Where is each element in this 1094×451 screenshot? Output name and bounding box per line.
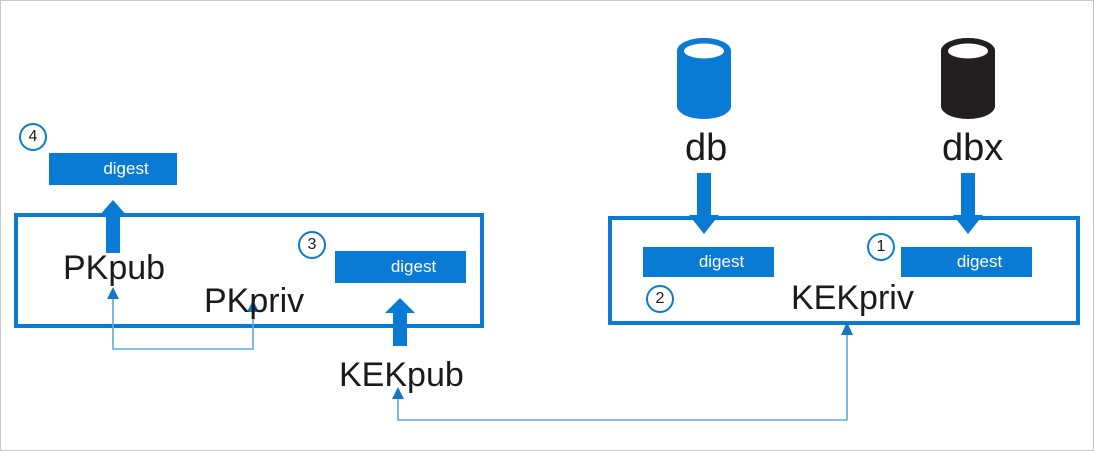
- kekpriv-label: KEKpriv: [791, 279, 914, 317]
- digest-signed-pk: digest: [49, 153, 177, 185]
- kekpub-label: KEKpub: [339, 356, 464, 394]
- pkpriv-label: PKpriv: [204, 282, 305, 320]
- dbx-cylinder-icon: [941, 38, 995, 119]
- step-badge-3: 3: [298, 231, 326, 259]
- db-store-label: db: [685, 127, 728, 169]
- pkpub-label: PKpub: [63, 249, 166, 287]
- digest-kek: digest: [335, 251, 466, 283]
- platform-key-container: [14, 213, 484, 328]
- connector-pkpriv-signs-pkpub: [107, 287, 259, 350]
- step-badge-2: 2: [646, 285, 674, 313]
- digest-dbx: digest: [901, 247, 1032, 277]
- connector-kekpriv-signs-kekpub: [392, 322, 853, 421]
- db-cylinder-icon: [677, 38, 731, 119]
- dbx-store-label: dbx: [942, 127, 1004, 169]
- arrow-pkpub-to-digest: [98, 200, 128, 253]
- arrow-dbx-to-digest: [953, 173, 983, 234]
- step-badge-1: 1: [867, 233, 895, 261]
- arrow-db-to-digest: [689, 173, 719, 234]
- arrow-kekpub-to-digest: [385, 298, 415, 346]
- kek-container: [608, 216, 1080, 325]
- step-badge-4: 4: [19, 123, 47, 151]
- digest-db: digest: [643, 247, 774, 277]
